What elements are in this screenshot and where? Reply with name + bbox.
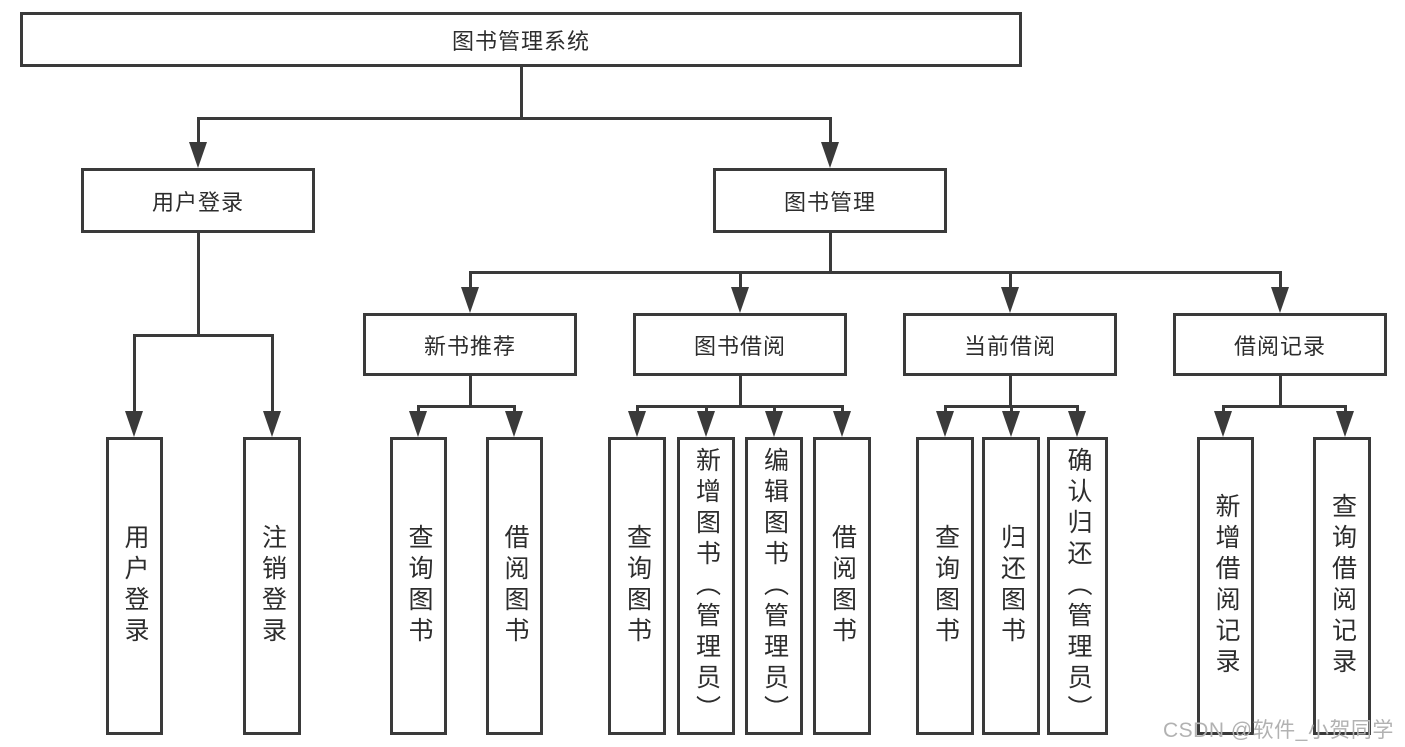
node-root: 图书管理系统: [20, 12, 1022, 67]
arrow-down-icon: [1214, 411, 1232, 437]
connector-current-borrowing-drop: [943, 404, 947, 413]
node-label: 查询图书: [623, 524, 652, 648]
connector-root-stem: [519, 67, 523, 120]
connector-user-login-drop: [132, 333, 136, 413]
node-label: 注销登录: [258, 524, 287, 648]
node-leaf-query-books-1: 查询图书: [390, 437, 447, 735]
node-leaf-borrow-books-1: 借阅图书: [486, 437, 543, 735]
connector-book-management-bar: [468, 270, 1282, 274]
node-label: 查询图书: [931, 524, 960, 648]
connector-current-borrowing-drop: [1009, 404, 1013, 413]
arrow-down-icon: [263, 411, 281, 437]
node-book-management: 图书管理: [713, 168, 947, 233]
node-label: 借阅图书: [501, 524, 529, 648]
node-label: 新增图书（管理员）: [692, 446, 721, 726]
connector-root-drop: [828, 116, 832, 144]
connector-new-book-recommend-bar: [416, 404, 516, 408]
node-label: 用户登录: [151, 189, 244, 215]
arrow-down-icon: [505, 411, 523, 437]
arrow-down-icon: [409, 411, 427, 437]
arrow-down-icon: [1001, 287, 1019, 313]
connector-current-borrowing-stem: [1008, 376, 1012, 408]
arrow-down-icon: [731, 287, 749, 313]
arrow-down-icon: [189, 142, 207, 168]
connector-book-borrowing-stem: [738, 376, 742, 408]
arrow-down-icon: [1068, 411, 1086, 437]
node-leaf-add-books-admin: 新增图书（管理员）: [677, 437, 735, 735]
node-label: 借阅记录: [1233, 333, 1326, 359]
node-user-login: 用户登录: [81, 168, 315, 233]
connector-current-borrowing-drop: [1075, 404, 1079, 413]
connector-book-borrowing-bar: [635, 404, 844, 408]
arrow-down-icon: [1271, 287, 1289, 313]
arrow-down-icon: [821, 142, 839, 168]
connector-borrowing-records-drop: [1221, 404, 1225, 413]
node-label: 归还图书: [997, 524, 1026, 648]
connector-user-login-stem: [196, 233, 200, 337]
node-leaf-query-books-3: 查询图书: [916, 437, 974, 735]
node-label: 查询图书: [405, 524, 433, 648]
connector-new-book-recommend-drop: [416, 404, 420, 413]
connector-user-login-drop: [270, 333, 274, 413]
node-label: 查询借阅记录: [1328, 493, 1357, 679]
node-leaf-confirm-return-admin: 确认归还（管理员）: [1047, 437, 1108, 735]
connector-book-borrowing-drop: [635, 404, 639, 413]
node-label: 新增借阅记录: [1212, 493, 1240, 679]
arrow-down-icon: [936, 411, 954, 437]
node-leaf-query-books-2: 查询图书: [608, 437, 666, 735]
connector-book-borrowing-drop: [772, 404, 776, 413]
connector-book-management-drop: [1278, 270, 1282, 289]
csdn-watermark: CSDN @软件_小贺同学: [1163, 719, 1394, 742]
arrow-down-icon: [125, 411, 143, 437]
connector-book-borrowing-drop: [704, 404, 708, 413]
node-label: 新书推荐: [423, 333, 516, 359]
node-label: 图书管理: [783, 189, 876, 215]
node-leaf-logout: 注销登录: [243, 437, 301, 735]
arrow-down-icon: [461, 287, 479, 313]
connector-new-book-recommend-stem: [468, 376, 472, 408]
node-book-borrowing: 图书借阅: [633, 313, 847, 376]
node-leaf-user-login: 用户登录: [106, 437, 163, 735]
connector-book-management-drop: [738, 270, 742, 289]
node-new-book-recommend: 新书推荐: [363, 313, 577, 376]
node-label: 借阅图书: [828, 524, 857, 648]
node-leaf-query-borrow-record: 查询借阅记录: [1313, 437, 1371, 735]
connector-book-management-stem: [828, 233, 832, 274]
connector-root-bar: [196, 116, 832, 120]
node-leaf-return-books: 归还图书: [982, 437, 1040, 735]
arrow-down-icon: [833, 411, 851, 437]
arrow-down-icon: [1336, 411, 1354, 437]
connector-book-management-drop: [468, 270, 472, 289]
node-leaf-add-borrow-record: 新增借阅记录: [1197, 437, 1254, 735]
connector-borrowing-records-drop: [1343, 404, 1347, 413]
connector-root-drop: [196, 116, 200, 144]
connector-user-login-bar: [132, 333, 274, 337]
connector-book-borrowing-drop: [840, 404, 844, 413]
connector-new-book-recommend-drop: [512, 404, 516, 413]
node-label: 图书管理系统: [451, 28, 590, 54]
arrow-down-icon: [697, 411, 715, 437]
arrow-down-icon: [765, 411, 783, 437]
connector-borrowing-records-stem: [1278, 376, 1282, 408]
node-leaf-edit-books-admin: 编辑图书（管理员）: [745, 437, 803, 735]
node-label: 确认归还（管理员）: [1064, 446, 1092, 726]
node-current-borrowing: 当前借阅: [903, 313, 1117, 376]
node-label: 用户登录: [121, 524, 149, 648]
connector-book-management-drop: [1008, 270, 1012, 289]
arrow-down-icon: [628, 411, 646, 437]
node-borrowing-records: 借阅记录: [1173, 313, 1387, 376]
node-label: 当前借阅: [963, 333, 1056, 359]
node-label: 图书借阅: [693, 333, 786, 359]
node-leaf-borrow-books-2: 借阅图书: [813, 437, 871, 735]
arrow-down-icon: [1002, 411, 1020, 437]
node-label: 编辑图书（管理员）: [760, 446, 789, 726]
connector-borrowing-records-bar: [1221, 404, 1347, 408]
